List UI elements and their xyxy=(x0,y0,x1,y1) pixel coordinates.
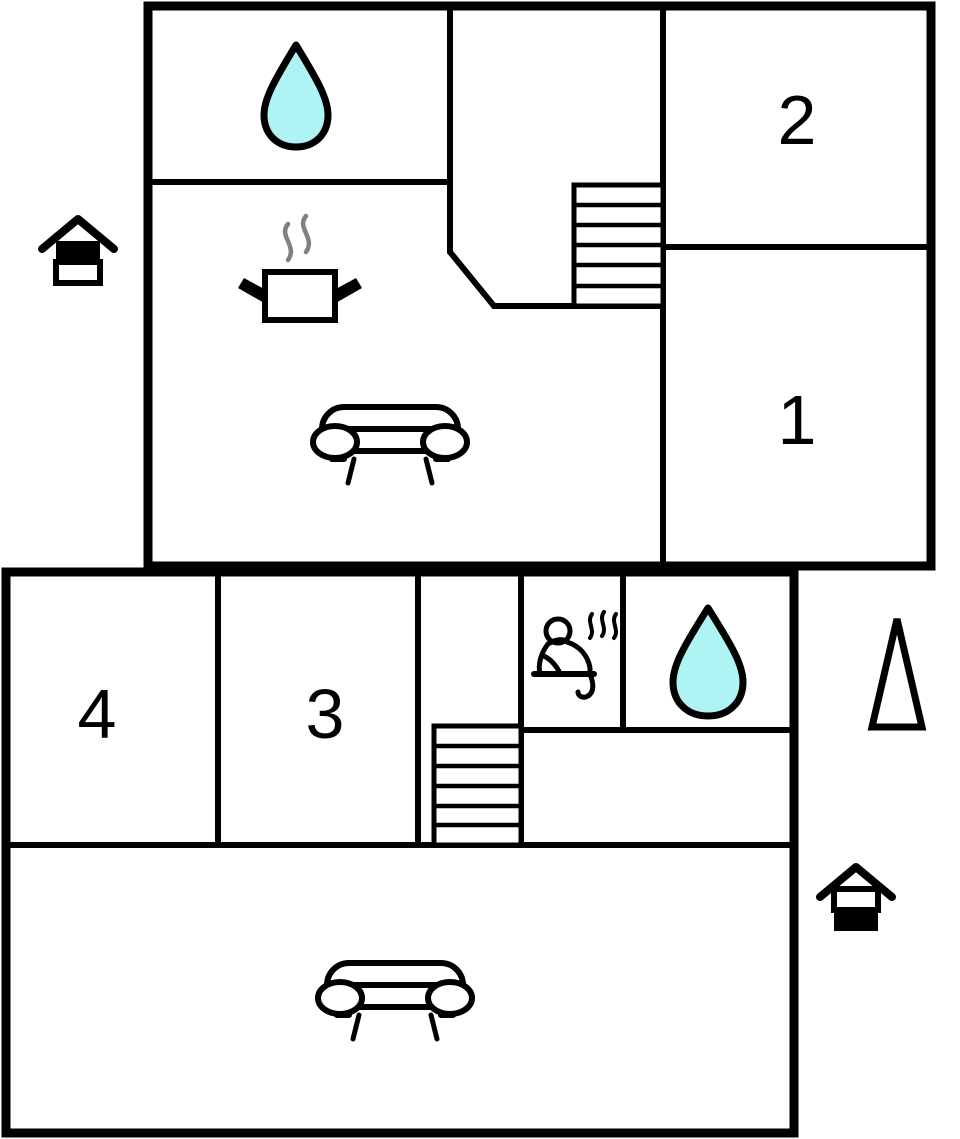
house-icon-roof xyxy=(38,215,118,253)
lower-corridor-room[interactable] xyxy=(431,572,524,848)
steam-wisp-right xyxy=(300,213,312,255)
sauna-icon xyxy=(531,610,618,700)
house-icon-upper-block xyxy=(831,886,881,913)
steam-wisp-left xyxy=(282,221,294,263)
house-icon-lower-block xyxy=(834,910,878,931)
upper-kitchen-living-room[interactable] xyxy=(238,213,470,486)
upper-bathroom-room[interactable] xyxy=(148,6,453,185)
north-arrow-icon xyxy=(867,618,927,731)
water-drop-icon xyxy=(260,41,332,151)
sofa-icon xyxy=(315,960,475,1042)
water-drop-icon xyxy=(669,604,747,720)
sauna-heat-wave-1 xyxy=(588,612,594,640)
upper-floor-plan: 2 1 xyxy=(143,1,936,571)
house-icon-upper-block xyxy=(56,241,100,262)
sofa-cushion-left xyxy=(315,979,365,1017)
lower-living-room[interactable] xyxy=(315,960,475,1042)
cooking-pot-icon xyxy=(238,213,362,323)
upper-bedroom-1[interactable]: 1 xyxy=(778,381,817,459)
lower-bedroom-4[interactable]: 4 xyxy=(78,572,221,845)
pot-handle-left xyxy=(238,278,266,304)
pot-body xyxy=(262,269,338,323)
house-icon-lower-block xyxy=(53,259,103,286)
sofa-cushion-left xyxy=(310,423,360,461)
room-number-4: 4 xyxy=(78,675,117,753)
sauna-heat-wave-2 xyxy=(600,610,606,638)
house-icon-roof xyxy=(816,863,896,901)
north-arrow-triangle xyxy=(867,618,927,731)
lower-floor-plan: 4 3 xyxy=(1,567,799,1138)
house-icon xyxy=(38,215,118,286)
sofa-cushion-right xyxy=(420,423,470,461)
sauna-person-shoulder xyxy=(545,637,570,647)
lower-bedroom-3[interactable]: 3 xyxy=(306,572,421,845)
staircase-icon xyxy=(571,182,666,309)
upper-hall-room[interactable] xyxy=(447,6,666,566)
room-number-2: 2 xyxy=(778,81,817,159)
sauna-person-head xyxy=(543,616,573,646)
lower-sauna-room[interactable] xyxy=(521,572,794,733)
sofa-cushion-right xyxy=(425,979,475,1017)
house-icon xyxy=(816,863,896,931)
sofa-seat xyxy=(341,426,439,454)
sauna-person-leg xyxy=(575,671,596,700)
upper-floor-outline xyxy=(143,1,936,571)
room-number-1: 1 xyxy=(778,381,817,459)
pot-handle-right xyxy=(334,278,362,304)
sauna-person-torso xyxy=(564,639,593,677)
staircase-icon xyxy=(431,723,524,848)
sofa-icon xyxy=(310,404,470,486)
room-number-3: 3 xyxy=(306,675,345,753)
sofa-legs xyxy=(345,456,435,486)
upper-bedroom-2[interactable]: 2 xyxy=(663,81,931,250)
sauna-heat-wave-3 xyxy=(612,612,618,640)
sofa-legs xyxy=(350,1012,440,1042)
sofa-seat xyxy=(346,982,444,1010)
lower-bathroom-room[interactable] xyxy=(669,604,747,720)
lower-floor-outline xyxy=(1,567,799,1138)
